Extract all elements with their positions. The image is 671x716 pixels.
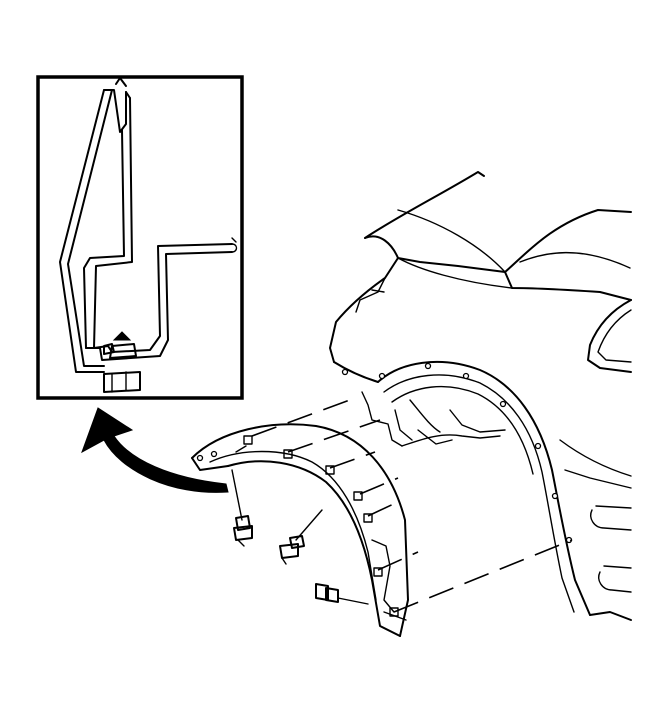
alignment-lines xyxy=(251,397,573,613)
fastener-bolt xyxy=(279,509,323,565)
fastener-bolt xyxy=(315,583,369,605)
fender-panel xyxy=(329,171,632,621)
inset-detail xyxy=(36,75,244,400)
wheel-flare-molding xyxy=(191,423,409,637)
fastener-bolt xyxy=(231,469,253,547)
detail-arrow xyxy=(81,407,229,493)
